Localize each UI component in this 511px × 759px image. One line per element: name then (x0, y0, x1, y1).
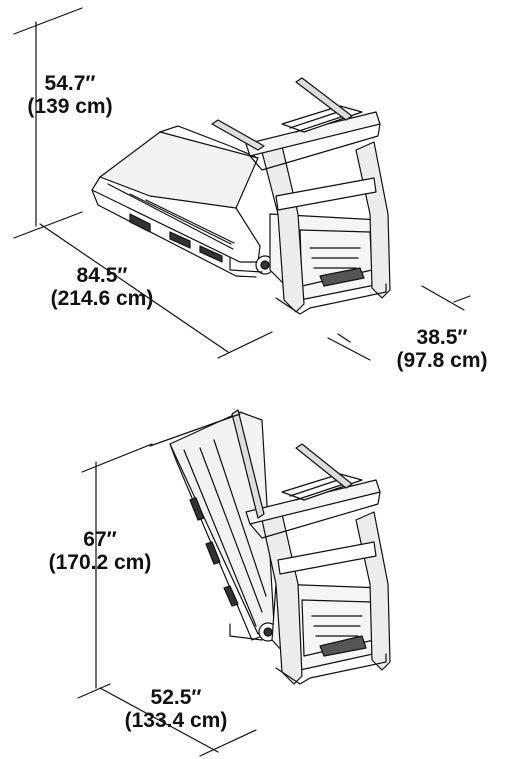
folded-length-dimension-line (99, 687, 219, 753)
length-imperial: 84.5″ (76, 264, 128, 287)
folded-height-metric: (170.2 cm) (48, 551, 152, 574)
treadmill-folded-drawing (169, 409, 391, 685)
width-tick-2 (337, 333, 351, 343)
width-dimension-line-right (421, 285, 465, 311)
height-bottom-extension (13, 211, 83, 239)
height-imperial: 54.7″ (44, 72, 96, 95)
height-metric: (139 cm) (27, 95, 113, 118)
folded-length-imperial: 52.5″ (150, 686, 202, 709)
folded-length-metric: (133.4 cm) (124, 709, 228, 732)
dimension-lines-folded (77, 413, 257, 757)
length-front-extension (217, 331, 273, 359)
folded-height-imperial: 67″ (83, 528, 117, 551)
folded-length-front-extension (199, 729, 257, 757)
height-top-extension (13, 7, 83, 35)
height-label-folded: 67″ (170.2 cm) (30, 528, 170, 574)
folded-height-top-extension (81, 443, 153, 473)
treadmill-unfolded-drawing (91, 77, 391, 315)
width-imperial: 38.5″ (416, 326, 468, 349)
folded-top-reference-line (149, 413, 241, 447)
length-metric: (214.6 cm) (50, 287, 154, 310)
folded-height-bottom-extension (77, 683, 111, 699)
width-label-unfolded: 38.5″ (97.8 cm) (384, 326, 500, 372)
width-dimension-line-left (327, 337, 371, 361)
length-dimension-line (39, 223, 229, 353)
width-tick (453, 295, 471, 303)
width-metric: (97.8 cm) (396, 349, 488, 372)
dimension-lines-unfolded (13, 7, 471, 361)
height-label-unfolded: 54.7″ (139 cm) (4, 72, 136, 118)
length-label-folded: 52.5″ (133.4 cm) (106, 686, 246, 732)
length-label-unfolded: 84.5″ (214.6 cm) (28, 264, 176, 310)
